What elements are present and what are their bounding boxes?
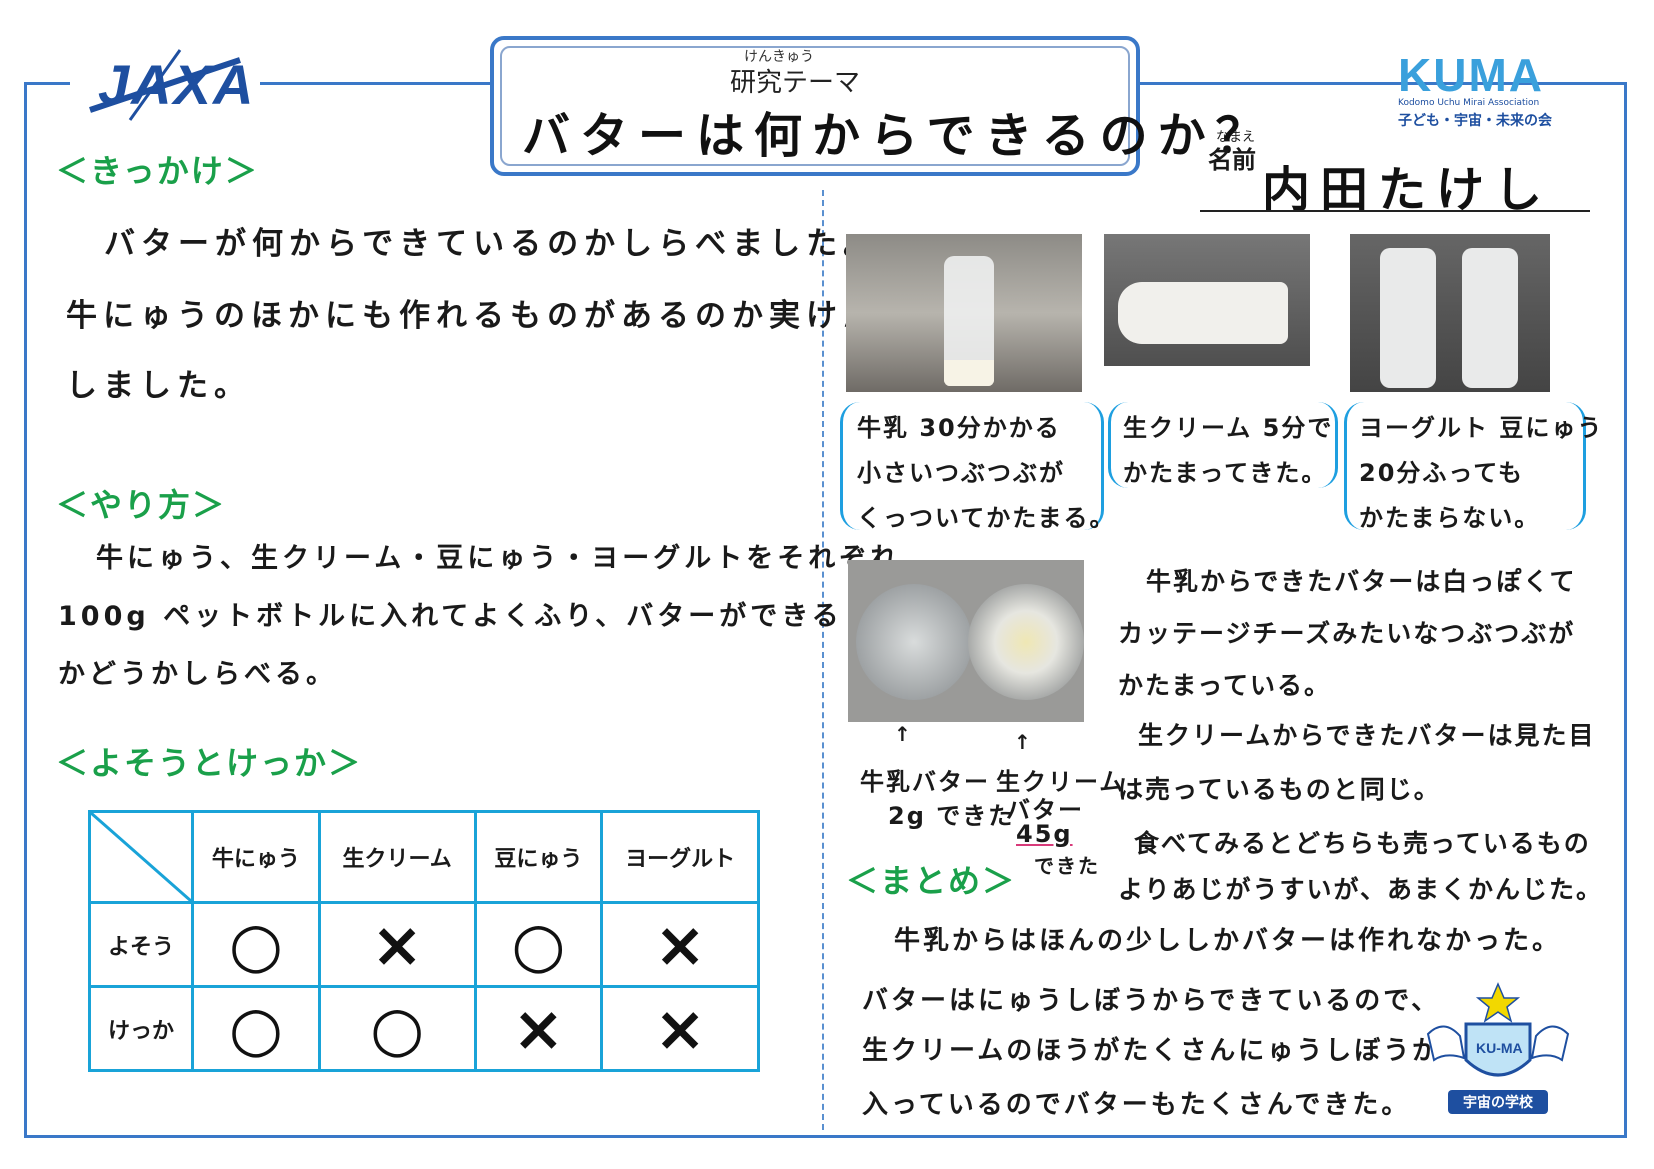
butter-caption-left-1: 牛乳バター	[860, 768, 990, 796]
kikkake-line-1: バターが何からできているのかしらべました。	[104, 226, 881, 262]
right-page-frame	[822, 82, 1627, 1138]
yosou-mark-gyunyu: ○	[228, 907, 283, 981]
butter-caption-left-2: 2g できた	[888, 802, 1015, 830]
kekka-mark-namacream: ○	[370, 991, 425, 1065]
table-corner-cell	[88, 810, 194, 904]
caption-cream-line-1: 生クリーム 5分で	[1123, 414, 1334, 442]
butter-caption-right-1: 生クリーム	[996, 768, 1126, 796]
yosou-heading: ＜よそうとけっか＞	[56, 744, 363, 782]
pegasus-shield-icon	[1426, 982, 1570, 1077]
yarikata-line-1: 牛にゅう、生クリーム・豆にゅう・ヨーグルトをそれぞれ	[96, 543, 902, 574]
page-title: バターは何からできるのか？	[522, 108, 1274, 164]
table-header-gyunyu: 牛にゅう	[191, 810, 321, 904]
emblem-text: KU-MA	[1476, 1040, 1523, 1056]
butter-caption-right-2: バター	[1006, 796, 1084, 824]
caption-cream: 生クリーム 5分で かたまってきた。	[1108, 402, 1338, 488]
emblem-label: 宇宙の学校	[1448, 1090, 1548, 1114]
title-box: けんきゅう 研究テーマ バターは何からできるのか？	[490, 36, 1264, 176]
page-divider	[822, 190, 824, 1130]
observation-line-4: 生クリームからできたバターは見た目	[1138, 721, 1596, 750]
butter-caption-right-4: できた	[1034, 854, 1100, 878]
matome-heading: ＜まとめ＞	[846, 862, 1017, 900]
butter-arrow-right: ↑	[1014, 730, 1033, 754]
table-header-namacream: 生クリーム	[317, 810, 477, 904]
kuma-logo-text: KUMA	[1398, 49, 1544, 101]
observation-line-1: 牛乳からできたバターは白っぽくて	[1146, 567, 1577, 596]
caption-milk-line-2: 小さいつぶつぶが	[857, 459, 1065, 487]
yarikata-heading: ＜やり方＞	[56, 486, 227, 524]
kekka-mark-tonyu: ×	[512, 991, 565, 1065]
caption-yogurt-line-3: かたまらない。	[1359, 504, 1541, 532]
caption-cream-line-2: かたまってきた。	[1123, 459, 1328, 487]
observation-block: 牛乳からできたバターは白っぽくて カッテージチーズみたいなつぶつぶが かたまって…	[1118, 562, 1603, 906]
name-value: 内田たけし	[1262, 162, 1553, 218]
photo-butter-bowls	[848, 560, 1084, 722]
caption-milk-line-3: くっついてかたまる。	[857, 504, 1116, 532]
yarikata-line-2: 100g ペットボトルに入れてよくふり、バターができる	[58, 601, 843, 632]
left-page-frame	[24, 82, 825, 1138]
observation-line-7: よりあじがうすいが、あまくかんじた。	[1118, 875, 1604, 904]
yosou-mark-yogurt: ×	[654, 907, 707, 981]
caption-milk: 牛乳 30分かかる 小さいつぶつぶが くっついてかたまる。	[840, 402, 1116, 532]
jaxa-logo-text: JAXA	[98, 53, 256, 116]
kuma-logo: KUMA Kodomo Uchu Mirai Association 子ども・宇…	[1398, 48, 1568, 132]
name-underline	[1200, 210, 1590, 212]
kekka-mark-yogurt: ×	[654, 991, 707, 1065]
matome-line-2: バターはにゅうしぼうからできているので、	[862, 986, 1441, 1016]
yosou-mark-tonyu: ○	[511, 907, 566, 981]
jaxa-logo: JAXA	[70, 40, 260, 130]
kuma-logo-japanese: 子ども・宇宙・未来の会	[1398, 113, 1552, 129]
caption-milk-line-1: 牛乳 30分かかる	[857, 414, 1061, 442]
yarikata-line-3: かどうかしらべる。	[58, 659, 337, 690]
observation-line-6: 食べてみるとどちらも売っているもの	[1134, 829, 1591, 858]
theme-ruby: けんきゅう	[744, 49, 814, 65]
kikkake-line-3: しました。	[66, 368, 251, 404]
butter-arrow-left: ↑	[894, 722, 913, 746]
kuma-logo-subtitle: Kodomo Uchu Mirai Association	[1398, 98, 1540, 108]
matome-line-4: 入っているのでバターもたくさんできた。	[862, 1090, 1411, 1120]
result-table: 牛にゅう 生クリーム 豆にゅう ヨーグルト よそう ○ × ○ × けっか ○ …	[88, 810, 760, 1072]
photo-cream-bottle	[1104, 234, 1310, 366]
name-ruby: なまえ	[1216, 130, 1256, 145]
table-row-label-yosou: よそう	[88, 901, 194, 988]
butter-caption-right-3: 45g	[1016, 820, 1073, 848]
observation-line-3: かたまっている。	[1118, 671, 1332, 700]
observation-line-5: は売っているものと同じ。	[1118, 775, 1441, 804]
name-label: 名前	[1208, 146, 1256, 174]
school-emblem: KU-MA 宇宙の学校	[1420, 982, 1576, 1114]
matome-line-3: 生クリームのほうがたくさんにゅうしぼうが	[862, 1036, 1442, 1066]
jaxa-swoosh-icon	[89, 49, 241, 121]
caption-yogurt-line-1: ヨーグルト 豆にゅう	[1359, 414, 1604, 442]
observation-line-2: カッテージチーズみたいなつぶつぶが	[1118, 619, 1576, 648]
table-header-yogurt: ヨーグルト	[600, 810, 760, 904]
theme-label: 研究テーマ	[730, 68, 861, 98]
table-row-label-kekka: けっか	[88, 985, 194, 1072]
kikkake-line-2: 牛にゅうのほかにも作れるものがあるのか実けん	[66, 298, 880, 334]
kikkake-heading: ＜きっかけ＞	[56, 152, 259, 190]
caption-yogurt-line-2: 20分ふっても	[1359, 459, 1524, 487]
table-header-tonyu: 豆にゅう	[473, 810, 604, 904]
yosou-mark-namacream: ×	[371, 907, 424, 981]
photo-milk-bottle	[846, 234, 1082, 392]
caption-yogurt: ヨーグルト 豆にゅう 20分ふっても かたまらない。	[1344, 402, 1604, 532]
photo-yogurt-soymilk-bottles	[1350, 234, 1550, 392]
matome-line-1: 牛乳からはほんの少ししかバターは作れなかった。	[894, 926, 1562, 956]
kekka-mark-gyunyu: ○	[228, 991, 283, 1065]
